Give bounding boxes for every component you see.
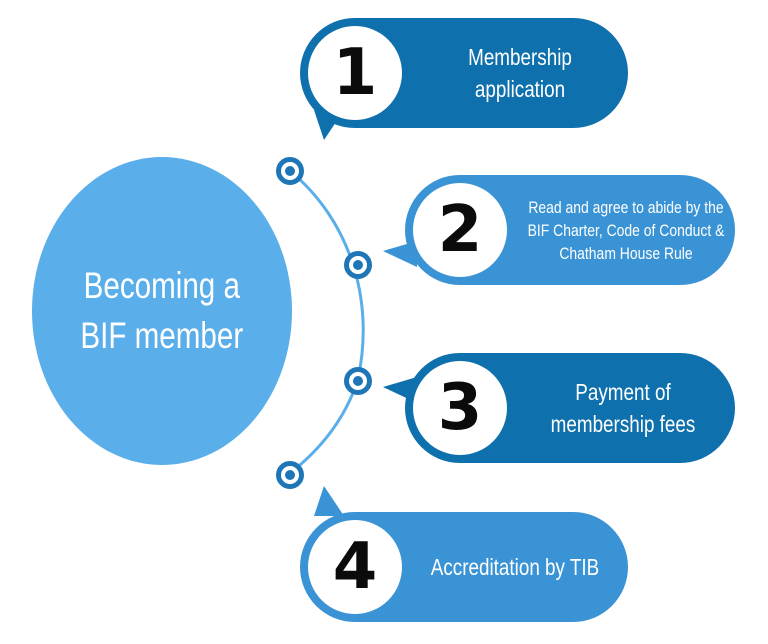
step-2-text: Read and agree to abide by the BIF Chart… [527,197,725,263]
step-1-badge: 1 [308,26,402,120]
hub-circle: Becoming a BIF member [32,157,292,465]
step-1-text: Membership application [468,44,572,102]
step-2-badge: 2 [413,183,507,277]
step-3-text: Payment of membership fees [550,379,696,437]
timeline-node-2 [344,251,372,279]
step-2-number: 2 [437,193,483,267]
step-2-pointer [383,241,417,267]
step-4-pointer [314,486,344,516]
hub-title: Becoming a BIF member [80,265,244,356]
step-3-badge: 3 [413,361,507,455]
step-3-number: 3 [437,371,483,445]
step-1-number: 1 [332,36,378,110]
step-3-callout: 3 Payment of membership fees [383,353,735,463]
timeline-node-3 [344,367,372,395]
step-2-callout: 2 Read and agree to abide by the BIF Cha… [383,175,735,285]
step-4-text: Accreditation by TIB [430,554,600,580]
step-4-badge: 4 [308,520,402,614]
step-4-number: 4 [332,530,378,604]
timeline-node-1 [276,157,304,185]
step-3-pointer [383,377,417,403]
step-1-callout: 1 Membership application [300,18,628,140]
timeline-node-4 [276,461,304,489]
step-4-callout: 4 Accreditation by TIB [300,486,628,622]
